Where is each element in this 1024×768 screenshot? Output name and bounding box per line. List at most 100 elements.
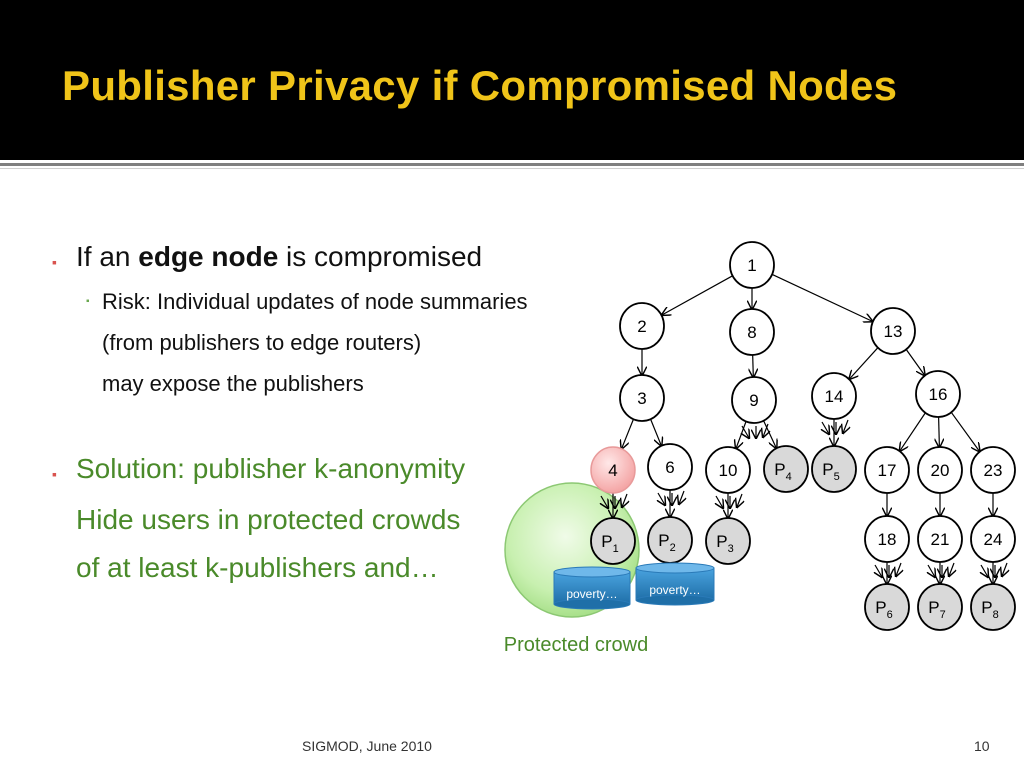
node-circle (917, 446, 963, 494)
tree-node: 8 (729, 308, 775, 356)
node-circle (811, 372, 857, 420)
tree-edge (649, 418, 661, 445)
node-label: 8 (747, 323, 756, 342)
node-circle (729, 308, 775, 356)
update-arrow (763, 423, 768, 437)
node-label: P5 (822, 460, 839, 483)
node-circle (731, 376, 777, 424)
input-arrows (601, 419, 1007, 577)
tree-node: 6 (647, 443, 693, 491)
node-label-subscript: 2 (670, 542, 676, 554)
update-arrow (716, 495, 723, 508)
node-label-text: 6 (665, 458, 674, 477)
node-label-text: 1 (747, 256, 756, 275)
node-label: 14 (825, 387, 844, 406)
node-label: P4 (774, 460, 791, 483)
node-circle (970, 515, 1016, 563)
publisher-node: P6 (864, 583, 910, 631)
node-label: P1 (601, 532, 618, 555)
node-circle (763, 445, 809, 493)
node-circle (647, 516, 693, 564)
publisher-node: P3 (705, 517, 751, 565)
node-circle (870, 307, 916, 355)
tree-node: 3 (619, 374, 665, 422)
node-label-text: 20 (931, 461, 950, 480)
publisher-node: P4 (763, 445, 809, 493)
footer-venue: SIGMOD, June 2010 (302, 738, 432, 754)
tree-edge (736, 420, 747, 449)
update-arrow (737, 493, 742, 507)
node-label: 4 (608, 461, 617, 480)
node-label-text: P (774, 460, 785, 479)
node-label: P3 (716, 532, 733, 555)
tree-node: 10 (705, 446, 751, 494)
tree-node: 21 (917, 515, 963, 563)
node-circle (970, 446, 1016, 494)
node-label-subscript: 1 (613, 543, 619, 555)
node-label-subscript: 7 (940, 609, 946, 621)
node-label: 16 (929, 385, 948, 404)
node-label-text: 2 (637, 317, 646, 336)
node-label-text: P (822, 460, 833, 479)
node-label-subscript: 3 (728, 543, 734, 555)
publisher-node: P7 (917, 583, 963, 631)
tree-edge (900, 411, 927, 451)
node-circle (729, 241, 775, 289)
bullet-text: is compromised (278, 241, 483, 272)
update-arrow (742, 425, 749, 438)
node-label-text: 10 (719, 461, 738, 480)
node-label: 6 (665, 458, 674, 477)
node-label-text: 9 (749, 391, 758, 410)
bullet-solution: Solution: publisher k-anonymity (76, 453, 466, 484)
node-circle (705, 517, 751, 565)
node-label-text: 4 (608, 461, 617, 480)
sub-bullet-cont-2: may expose the publishers (102, 371, 364, 396)
node-circle (619, 374, 665, 422)
compromised-node: 4 (590, 446, 636, 494)
update-arrow (658, 492, 665, 505)
update-arrow (822, 421, 829, 434)
update-arrow (601, 495, 608, 508)
sub-bullet-cont-1: (from publishers to edge routers) (102, 330, 422, 355)
update-arrow (981, 564, 988, 577)
node-circle (970, 583, 1016, 631)
node-label-text: 16 (929, 385, 948, 404)
node-label-text: 23 (984, 461, 1003, 480)
node-label-text: 18 (878, 530, 897, 549)
node-circle (705, 446, 751, 494)
tree-edge (905, 348, 925, 375)
tree-node: 1 (729, 241, 775, 289)
node-circle (811, 445, 857, 493)
node-label-text: 8 (747, 323, 756, 342)
node-label: P8 (981, 598, 998, 621)
node-label-text: 14 (825, 387, 844, 406)
title-divider-thin (0, 168, 1024, 169)
bullet-solution-cont-1: Hide users in protected crowds (76, 504, 461, 535)
node-label: P7 (928, 598, 945, 621)
update-arrow (622, 493, 627, 507)
tree-edge (622, 418, 635, 448)
node-label: 23 (984, 461, 1003, 480)
bullet-marker: ▪ (52, 466, 57, 482)
update-arrow (928, 564, 935, 577)
node-label: 1 (747, 256, 756, 275)
node-label: 2 (637, 317, 646, 336)
tree-node: 18 (864, 515, 910, 563)
publisher-node: P1 (590, 517, 636, 565)
page-number: 10 (974, 738, 990, 754)
node-label: 21 (931, 530, 950, 549)
bullet-marker: ▪ (52, 254, 57, 270)
node-circle (590, 517, 636, 565)
node-label-subscript: 4 (786, 471, 792, 483)
title-divider (0, 163, 1024, 166)
node-label-text: P (875, 598, 886, 617)
tree-node: 14 (811, 372, 857, 420)
tree-edge (662, 275, 734, 315)
tree-edge (771, 273, 872, 321)
database-label: poverty… (566, 587, 617, 601)
node-label-text: P (981, 598, 992, 617)
node-circle (915, 370, 961, 418)
node-label-subscript: 6 (887, 609, 893, 621)
tree-node: 2 (619, 302, 665, 350)
slide-title: Publisher Privacy if Compromised Nodes (62, 62, 898, 109)
